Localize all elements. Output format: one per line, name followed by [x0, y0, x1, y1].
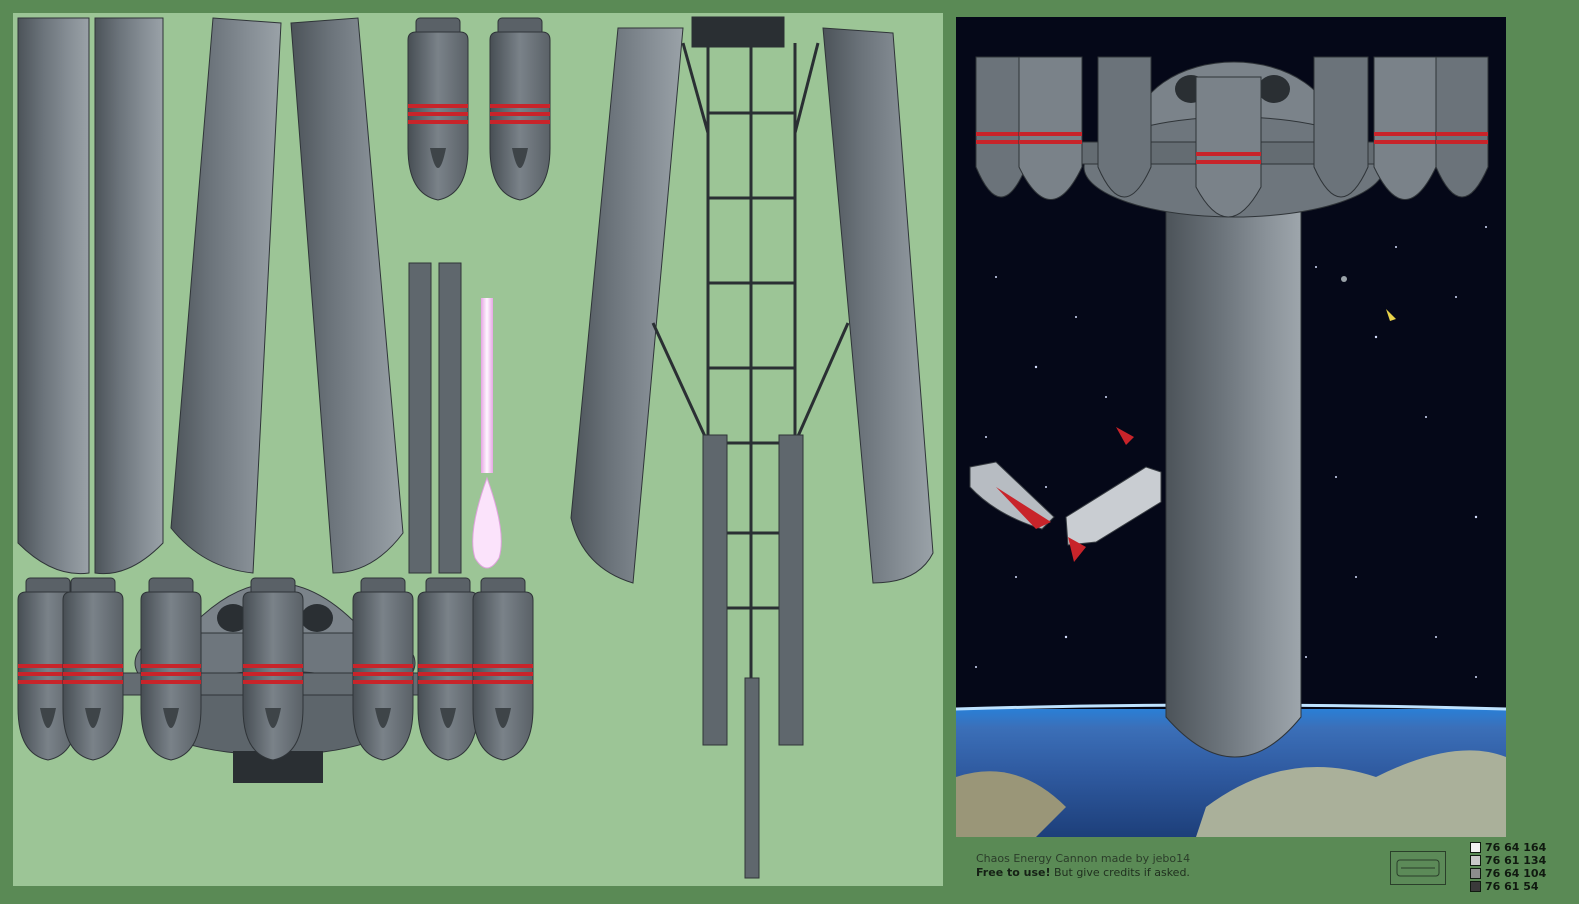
palette-label: 76 61 54 — [1485, 880, 1539, 893]
distant-debris — [1341, 276, 1347, 282]
credits-title: Chaos Energy Cannon made by jebo14 — [976, 852, 1191, 865]
earth-landmass — [956, 771, 1066, 837]
palette-row: 76 64 104 — [1470, 867, 1546, 880]
tower-leg — [778, 434, 804, 746]
palette-swatch — [1470, 881, 1481, 892]
engine-pod — [489, 17, 551, 201]
sprite-sheet-canvas — [17, 16, 934, 879]
pillar-segment — [290, 17, 404, 574]
palette-row: 76 61 54 — [1470, 880, 1546, 893]
distant-ship — [1386, 309, 1396, 321]
palette-swatch — [1470, 868, 1481, 879]
preview-canvas — [956, 17, 1506, 837]
palette-swatch — [1470, 842, 1481, 853]
palette-swatch — [1470, 855, 1481, 866]
tower-leg — [702, 434, 728, 746]
credits-usage: Free to use! But give credits if asked. — [976, 866, 1190, 880]
cannon-rail — [408, 262, 432, 574]
palette-row: 76 64 164 — [1470, 841, 1546, 854]
cannon-barrel — [744, 677, 760, 879]
credits-block: Chaos Energy Cannon made by jebo14 Free … — [976, 852, 1190, 880]
palette-label: 76 64 104 — [1485, 867, 1547, 880]
lattice-tower — [651, 16, 850, 713]
station-hub — [17, 577, 534, 783]
cannon-rail — [438, 262, 462, 574]
pillar-segment — [570, 27, 684, 584]
author-logo-icon — [1396, 859, 1440, 877]
pillar-segment — [170, 17, 282, 574]
earth-clouds — [1196, 750, 1506, 837]
pillar-segment — [822, 27, 934, 584]
author-logo — [1390, 851, 1446, 885]
energy-blast — [472, 476, 502, 569]
enemy-ship — [1065, 427, 1162, 562]
preview-engine-pods — [975, 56, 1489, 218]
palette-label: 76 61 134 — [1485, 854, 1547, 867]
player-ship — [969, 461, 1055, 530]
pillar-segment — [17, 17, 90, 575]
engine-pod — [407, 17, 469, 201]
cannon-pillar — [1165, 186, 1302, 758]
credits-usage-note: But give credits if asked. — [1050, 866, 1190, 879]
free-to-use-label: Free to use! — [976, 866, 1051, 879]
starfield — [975, 226, 1487, 678]
pillar-segment — [94, 17, 164, 575]
palette-row: 76 61 134 — [1470, 854, 1546, 867]
energy-beam — [481, 298, 493, 473]
palette-label: 76 64 164 — [1485, 841, 1547, 854]
preview-scene — [956, 17, 1506, 837]
sprite-sheet — [13, 13, 943, 886]
